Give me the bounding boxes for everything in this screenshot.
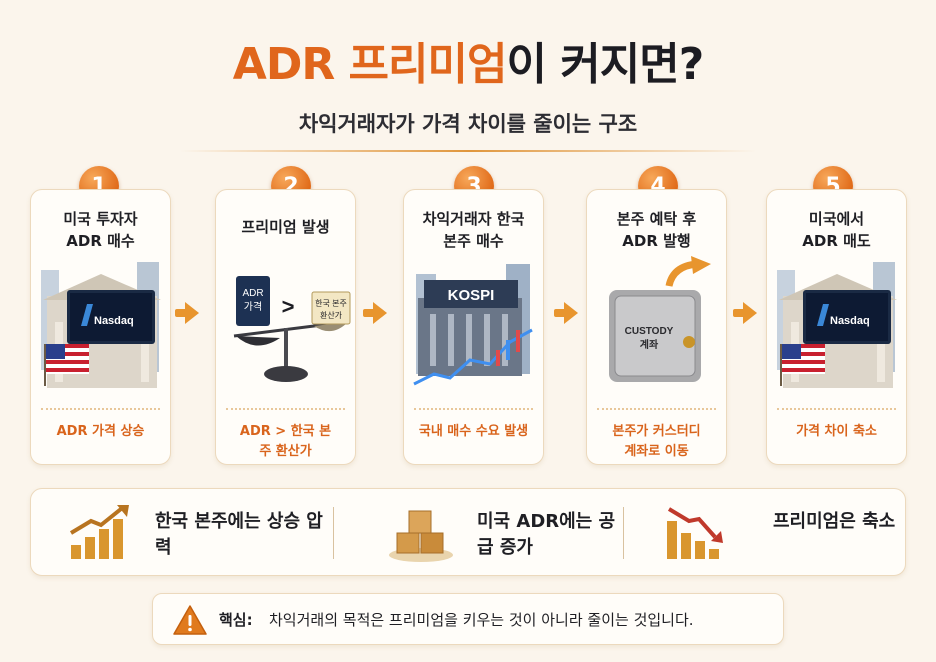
kospi-sign-text: KOSPI: [448, 287, 495, 304]
step-5-divider: [777, 408, 896, 410]
step-3-card: 차익거래자 한국 본주 매수 KOSPI 국내 매수 수요 발생: [403, 189, 544, 465]
stacked-boxes-icon: [389, 510, 453, 562]
custody-label-line1: CUSTODY: [625, 326, 674, 337]
effect-premium: 프리미엄은 축소: [623, 489, 907, 577]
step-4-card: 본주 예탁 후 ADR 발행 CUSTODY 계좌 본주가 커스터디 계좌로 이…: [586, 189, 727, 465]
step-1-card: 미국 투자자 ADR 매수 Nasdaq ADR 가격 상승: [30, 189, 171, 465]
effect-2-text: 미국 ADR에는 공급 증가: [477, 511, 616, 558]
effect-us-adr: 미국 ADR에는 공급 증가: [333, 489, 625, 577]
title-rest: 이 커지면?: [506, 39, 704, 90]
effects-divider-2: [623, 507, 624, 559]
effect-korea-stock: 한국 본주에는 상승 압력: [31, 489, 323, 577]
custody-label-line2: 계좌: [640, 338, 659, 351]
step-4-divider: [597, 408, 716, 410]
step-2-result: ADR > 한국 본주 환산가: [239, 424, 332, 459]
adr-tag-line2: 가격: [244, 300, 262, 313]
warning-icon: [173, 605, 207, 635]
greater-than-sign: >: [282, 294, 295, 319]
step-3-title: 차익거래자 한국 본주 매수: [422, 210, 525, 250]
rising-bar-chart-icon: [69, 505, 129, 559]
falling-bar-chart-icon: [667, 507, 723, 559]
local-tag-line1: 한국 본주: [315, 299, 347, 308]
flow-arrow-4: [733, 302, 757, 324]
step-4-result: 본주가 커스터디 계좌로 이동: [612, 424, 701, 459]
step-3-divider: [414, 408, 533, 410]
effect-3-text: 프리미엄은 축소: [773, 511, 896, 532]
flow-arrow-1: [175, 302, 199, 324]
title-accent: ADR 프리미엄: [232, 39, 508, 90]
key-note-text: 차익거래의 목적은 프리미엄을 키우는 것이 아니라 줄이는 것입니다.: [269, 611, 694, 629]
step-4-title: 본주 예탁 후 ADR 발행: [616, 210, 697, 250]
nasdaq-sign-text: Nasdaq: [94, 315, 134, 327]
step-5-result: 가격 차이 축소: [796, 424, 877, 439]
step-2-divider: [226, 408, 345, 410]
page-subtitle: 차익거래자가 가격 차이를 줄이는 구조: [298, 112, 638, 136]
custody-safe-illustration: CUSTODY 계좌: [593, 256, 720, 396]
step-1-divider: [41, 408, 160, 410]
premium-balance-illustration: ADR 가격 > 한국 본주 환산가: [222, 256, 351, 396]
step-1-result: ADR 가격 상승: [56, 424, 145, 439]
kospi-building-illustration: KOSPI: [410, 256, 537, 396]
page-title: ADR 프리미엄이 커지면?: [0, 28, 936, 92]
step-2-title: 프리미엄 발생: [241, 218, 330, 236]
flow-arrow-3: [554, 302, 578, 324]
key-note-label: 핵심:: [219, 611, 253, 629]
step-2-card: 프리미엄 발생 ADR 가격 > 한국 본주 환산가 ADR > 한국 본주 환…: [215, 189, 356, 465]
step-5-title: 미국에서 ADR 매도: [802, 210, 871, 250]
key-note-box: 핵심: 차익거래의 목적은 프리미엄을 키우는 것이 아니라 줄이는 것입니다.: [152, 593, 784, 645]
adr-tag-line1: ADR: [242, 288, 263, 299]
nasdaq-building-illustration: Nasdaq: [37, 256, 164, 396]
effect-1-text: 한국 본주에는 상승 압력: [155, 511, 323, 558]
effects-panel: 한국 본주에는 상승 압력 미국 ADR에는 공급 증가 프리미엄은 축소: [30, 488, 906, 576]
nasdaq-building-illustration-2: Nasdaq: [773, 256, 900, 396]
title-divider: [180, 150, 756, 152]
step-5-card: 미국에서 ADR 매도 Nasdaq 가격 차이 축소: [766, 189, 907, 465]
flow-arrow-2: [363, 302, 387, 324]
local-tag-line2: 환산가: [320, 310, 343, 320]
step-3-result: 국내 매수 수요 발생: [418, 424, 529, 439]
effects-divider-1: [333, 507, 334, 559]
nasdaq-sign-text-2: Nasdaq: [830, 315, 870, 327]
step-1-title: 미국 투자자 ADR 매수: [63, 210, 138, 250]
